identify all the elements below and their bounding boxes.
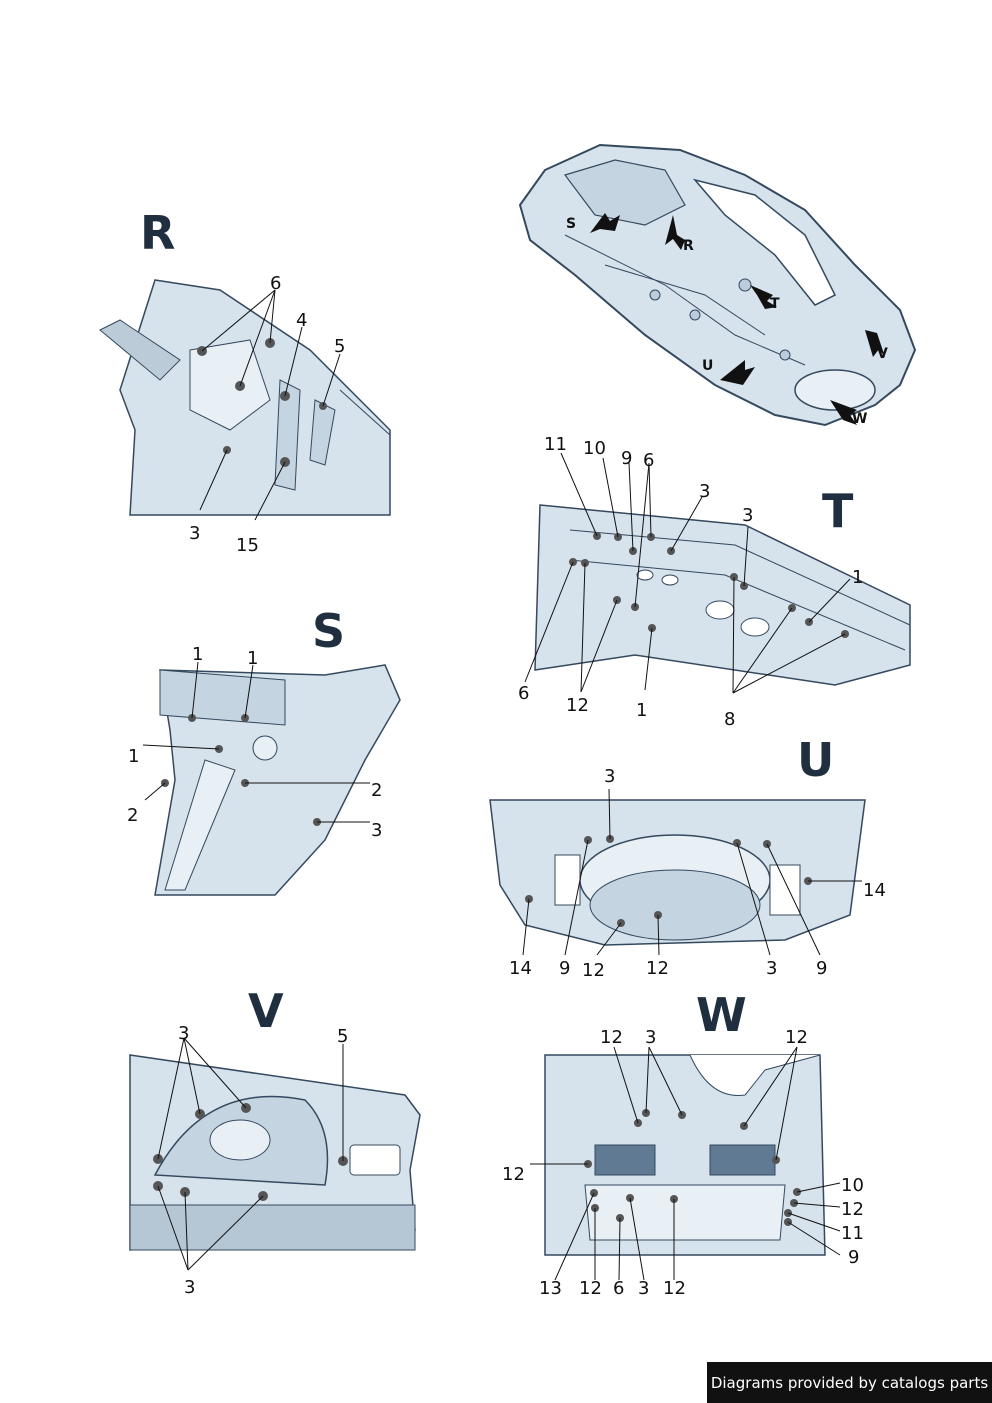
callout-s-2b: 2 (127, 805, 139, 826)
view-u-diagram: 3 14 14 9 12 12 3 9 (485, 765, 886, 985)
callout-w-10: 10 (841, 1175, 864, 1196)
arrow-v-icon (865, 330, 885, 357)
callout-s-2a: 2 (371, 780, 383, 801)
callout-w-12f: 12 (663, 1278, 686, 1299)
view-letter-r: R (140, 206, 176, 260)
callout-t-8: 8 (724, 709, 736, 730)
view-v-diagram: 3 5 3 (125, 1020, 425, 1300)
car-body-shell (518, 143, 917, 427)
callout-w-12c: 12 (502, 1164, 525, 1185)
callout-w-3b: 3 (638, 1278, 650, 1299)
arrow-label-s: S (566, 216, 577, 232)
view-t-diagram: 11 10 9 6 3 3 1 6 12 1 8 (515, 435, 915, 735)
callout-w-9: 9 (848, 1247, 860, 1268)
callout-t-3b: 3 (742, 505, 754, 526)
arrow-label-v: V (877, 346, 888, 362)
callout-r-4: 4 (296, 310, 308, 331)
callout-t-10: 10 (583, 438, 606, 459)
callout-s-1c: 1 (128, 746, 140, 767)
view-s-diagram: 1 1 1 2 2 3 (125, 646, 415, 900)
callout-v-3b: 3 (184, 1277, 196, 1298)
view-letter-v: V (248, 984, 284, 1038)
callout-t-1b: 1 (636, 700, 648, 721)
arrow-label-r: R (683, 238, 694, 254)
view-w-diagram: 12 3 12 12 10 12 11 9 13 12 6 3 12 (500, 1025, 870, 1305)
arrow-label-t: T (770, 296, 780, 312)
callout-w-3a: 3 (645, 1027, 657, 1048)
callout-s-3: 3 (371, 820, 383, 841)
callout-r-6: 6 (270, 273, 282, 294)
callout-w-12b: 12 (785, 1027, 808, 1048)
callout-t-11: 11 (544, 434, 567, 455)
callout-t-1a: 1 (852, 567, 864, 588)
arrow-t-icon (750, 285, 777, 309)
credit-banner: Diagrams provided by catalogs parts (707, 1362, 992, 1403)
view-letter-t: T (822, 484, 854, 538)
callout-t-9: 9 (621, 448, 633, 469)
callout-s-1a: 1 (192, 644, 204, 665)
arrow-s-icon (590, 213, 620, 233)
callout-t-6a: 6 (643, 450, 655, 471)
callout-s-1b: 1 (247, 648, 259, 669)
view-letter-w: W (696, 988, 747, 1042)
callout-u-9b: 9 (816, 958, 828, 979)
callout-w-11: 11 (841, 1223, 864, 1244)
arrow-label-w: W (852, 411, 868, 427)
callout-w-12a: 12 (600, 1027, 623, 1048)
view-letter-u: U (797, 733, 835, 787)
callout-w-12e: 12 (579, 1278, 602, 1299)
arrow-w-icon (830, 400, 857, 425)
callout-r-15: 15 (236, 535, 259, 556)
callout-u-9a: 9 (559, 958, 571, 979)
callout-r-5: 5 (334, 336, 346, 357)
callout-v-5: 5 (337, 1026, 349, 1047)
callout-u-12a: 12 (582, 960, 605, 981)
car-overview-diagram: S R T U V W (505, 135, 925, 435)
callout-w-13: 13 (539, 1278, 562, 1299)
callout-t-12: 12 (566, 695, 589, 716)
callout-t-3a: 3 (699, 481, 711, 502)
callout-u-14a: 14 (863, 880, 886, 901)
arrow-u-icon (720, 360, 755, 385)
arrow-label-u: U (702, 358, 714, 374)
arrow-r-icon (665, 215, 685, 250)
callout-t-6b: 6 (518, 683, 530, 704)
callout-w-12d: 12 (841, 1199, 864, 1220)
callout-u-14b: 14 (509, 958, 532, 979)
callout-u-3a: 3 (604, 766, 616, 787)
callout-u-3b: 3 (766, 958, 778, 979)
callout-r-3: 3 (189, 523, 201, 544)
view-letter-s: S (312, 604, 346, 658)
callout-v-3a: 3 (178, 1023, 190, 1044)
callout-u-12b: 12 (646, 958, 669, 979)
view-r-diagram: 6 4 5 3 15 (99, 270, 400, 555)
callout-w-6: 6 (613, 1278, 625, 1299)
